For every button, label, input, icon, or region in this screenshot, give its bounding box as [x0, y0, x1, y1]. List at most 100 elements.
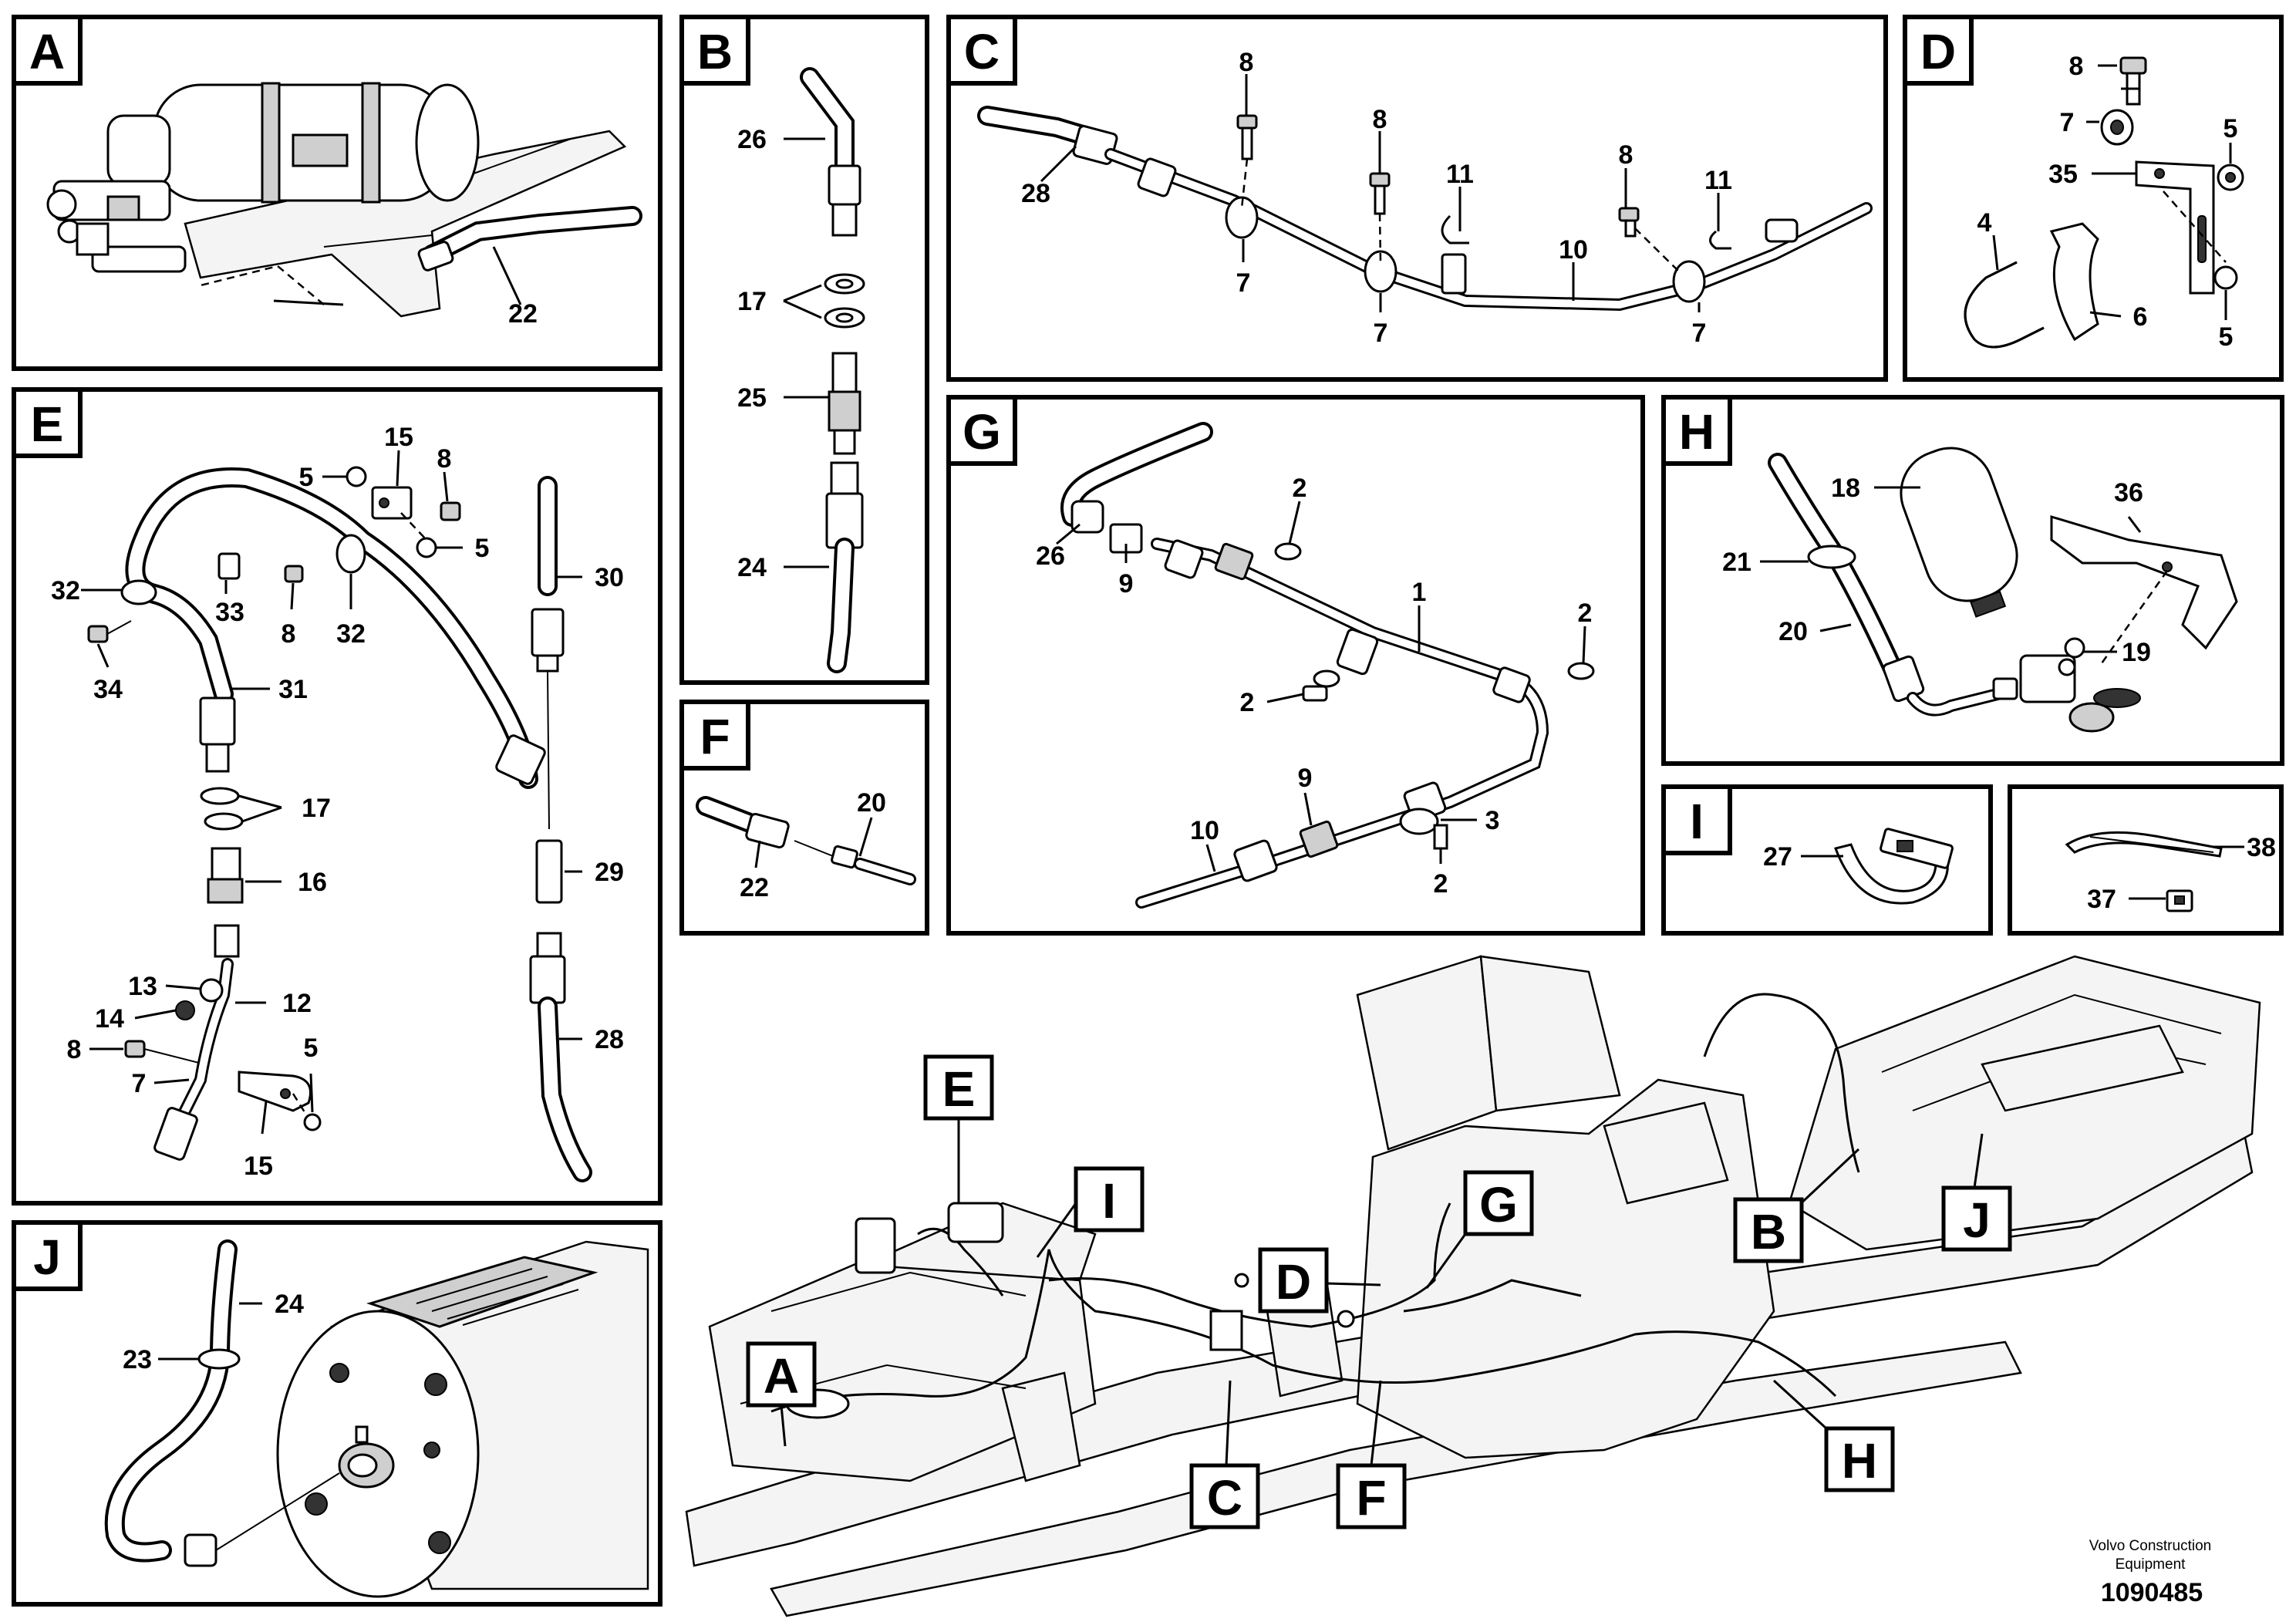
label-33: 33 — [215, 598, 244, 627]
label-17: 17 — [737, 287, 767, 316]
label-21: 21 — [1722, 548, 1752, 577]
panel-b: B 26 17 25 24 — [679, 15, 929, 685]
label-22: 22 — [508, 299, 538, 329]
label-8-c: 8 — [1619, 140, 1633, 170]
callout-e: E — [942, 1061, 976, 1117]
label-36: 36 — [2114, 478, 2143, 508]
panel-c: C 8 8 8 28 11 — [946, 15, 1888, 382]
label-5-low: 5 — [304, 1034, 319, 1063]
label-8-mid: 8 — [282, 619, 296, 649]
label-30: 30 — [595, 563, 624, 592]
label-20: 20 — [1778, 617, 1808, 646]
label-5-left: 5 — [299, 463, 314, 492]
callout-f: F — [1356, 1470, 1386, 1526]
label-28: 28 — [1021, 179, 1050, 208]
overview-callouts: E I G D A C F B J H — [746, 1054, 2012, 1529]
panel-d-tag: D — [1920, 24, 1956, 79]
label-13: 13 — [128, 972, 157, 1001]
panel-cable-tie: 38 37 — [2008, 784, 2284, 936]
panel-i-tag: I — [1690, 794, 1704, 849]
label-27: 27 — [1763, 842, 1792, 872]
callout-a: A — [764, 1348, 799, 1404]
panel-h-tag: H — [1679, 404, 1714, 460]
label-8-top: 8 — [437, 444, 452, 474]
panel-c-tag: C — [964, 24, 1000, 79]
callout-i: I — [1102, 1173, 1116, 1229]
label-29: 29 — [595, 858, 624, 887]
label-34: 34 — [93, 675, 123, 704]
label-4: 4 — [1977, 208, 1992, 238]
panel-g-tag: G — [963, 404, 1001, 460]
panel-e-tag: E — [31, 396, 64, 452]
panel-h: H 18 36 21 20 19 — [1661, 395, 2284, 766]
label-15-low: 15 — [244, 1152, 273, 1181]
callout-j: J — [1963, 1192, 1991, 1248]
label-26: 26 — [737, 125, 767, 154]
label-7-low: 7 — [132, 1069, 147, 1098]
label-25: 25 — [737, 383, 767, 413]
extinguisher-tank — [106, 82, 480, 204]
label-5-b: 5 — [2219, 322, 2234, 352]
panel-i: I 27 — [1661, 784, 1993, 936]
label-7-b: 7 — [1374, 319, 1388, 348]
label-17: 17 — [302, 794, 331, 823]
label-2-top: 2 — [1293, 474, 1307, 503]
label-10: 10 — [1559, 235, 1588, 265]
callout-h: H — [1842, 1433, 1877, 1489]
label-22: 22 — [740, 873, 769, 902]
callout-d: D — [1276, 1254, 1311, 1310]
label-8-low: 8 — [67, 1035, 82, 1064]
label-7-c: 7 — [1692, 319, 1707, 348]
label-8: 8 — [2069, 52, 2084, 81]
label-38: 38 — [2247, 833, 2276, 862]
label-8-b: 8 — [1373, 105, 1387, 134]
document-number: 1090485 — [2101, 1578, 2203, 1607]
label-9-top: 9 — [1119, 569, 1134, 599]
label-23: 23 — [123, 1345, 152, 1374]
label-15-top: 15 — [384, 423, 413, 452]
label-10: 10 — [1190, 816, 1219, 845]
brand-line-1: Volvo Construction — [2089, 1538, 2211, 1554]
label-6: 6 — [2133, 302, 2148, 332]
panel-d: D 8 7 5 35 4 6 5 — [1903, 15, 2284, 382]
label-14: 14 — [95, 1004, 124, 1034]
panel-f-tag: F — [700, 709, 730, 764]
label-11-b: 11 — [1704, 166, 1732, 195]
label-28: 28 — [595, 1025, 624, 1054]
label-7: 7 — [2060, 108, 2075, 137]
footer: Volvo Construction Equipment 1090485 — [2089, 1538, 2211, 1607]
label-24: 24 — [737, 553, 767, 582]
valve-assembly — [46, 180, 187, 273]
label-16: 16 — [298, 868, 327, 897]
brand-line-2: Equipment — [2116, 1556, 2186, 1573]
label-20: 20 — [857, 788, 886, 818]
label-2-right: 2 — [1578, 599, 1593, 628]
label-12: 12 — [282, 989, 312, 1018]
panel-a-tag: A — [29, 24, 65, 79]
label-5-a: 5 — [2224, 114, 2238, 143]
panel-j-tag: J — [33, 1229, 61, 1285]
label-9-bottom: 9 — [1298, 764, 1313, 793]
label-26: 26 — [1036, 541, 1065, 571]
panel-a: A 22 — [12, 15, 663, 371]
label-2-mid: 2 — [1240, 688, 1255, 717]
panel-j: J 24 23 — [12, 1220, 663, 1607]
label-19: 19 — [2122, 638, 2151, 667]
panel-e: E — [12, 387, 663, 1206]
label-32-right: 32 — [336, 619, 366, 649]
label-8-a: 8 — [1239, 48, 1254, 77]
label-1: 1 — [1412, 578, 1427, 607]
machine-overview — [685, 955, 2261, 1617]
label-7-a: 7 — [1236, 268, 1251, 298]
mounting-bracket — [184, 130, 627, 318]
label-5-right: 5 — [475, 534, 490, 563]
label-31: 31 — [278, 675, 308, 704]
label-35: 35 — [2048, 160, 2078, 189]
label-2-bottom: 2 — [1434, 869, 1448, 899]
label-37: 37 — [2087, 885, 2116, 914]
panel-f: F 20 22 — [679, 700, 929, 936]
callout-c: C — [1207, 1470, 1242, 1526]
label-18: 18 — [1831, 474, 1860, 503]
label-3: 3 — [1485, 806, 1500, 835]
